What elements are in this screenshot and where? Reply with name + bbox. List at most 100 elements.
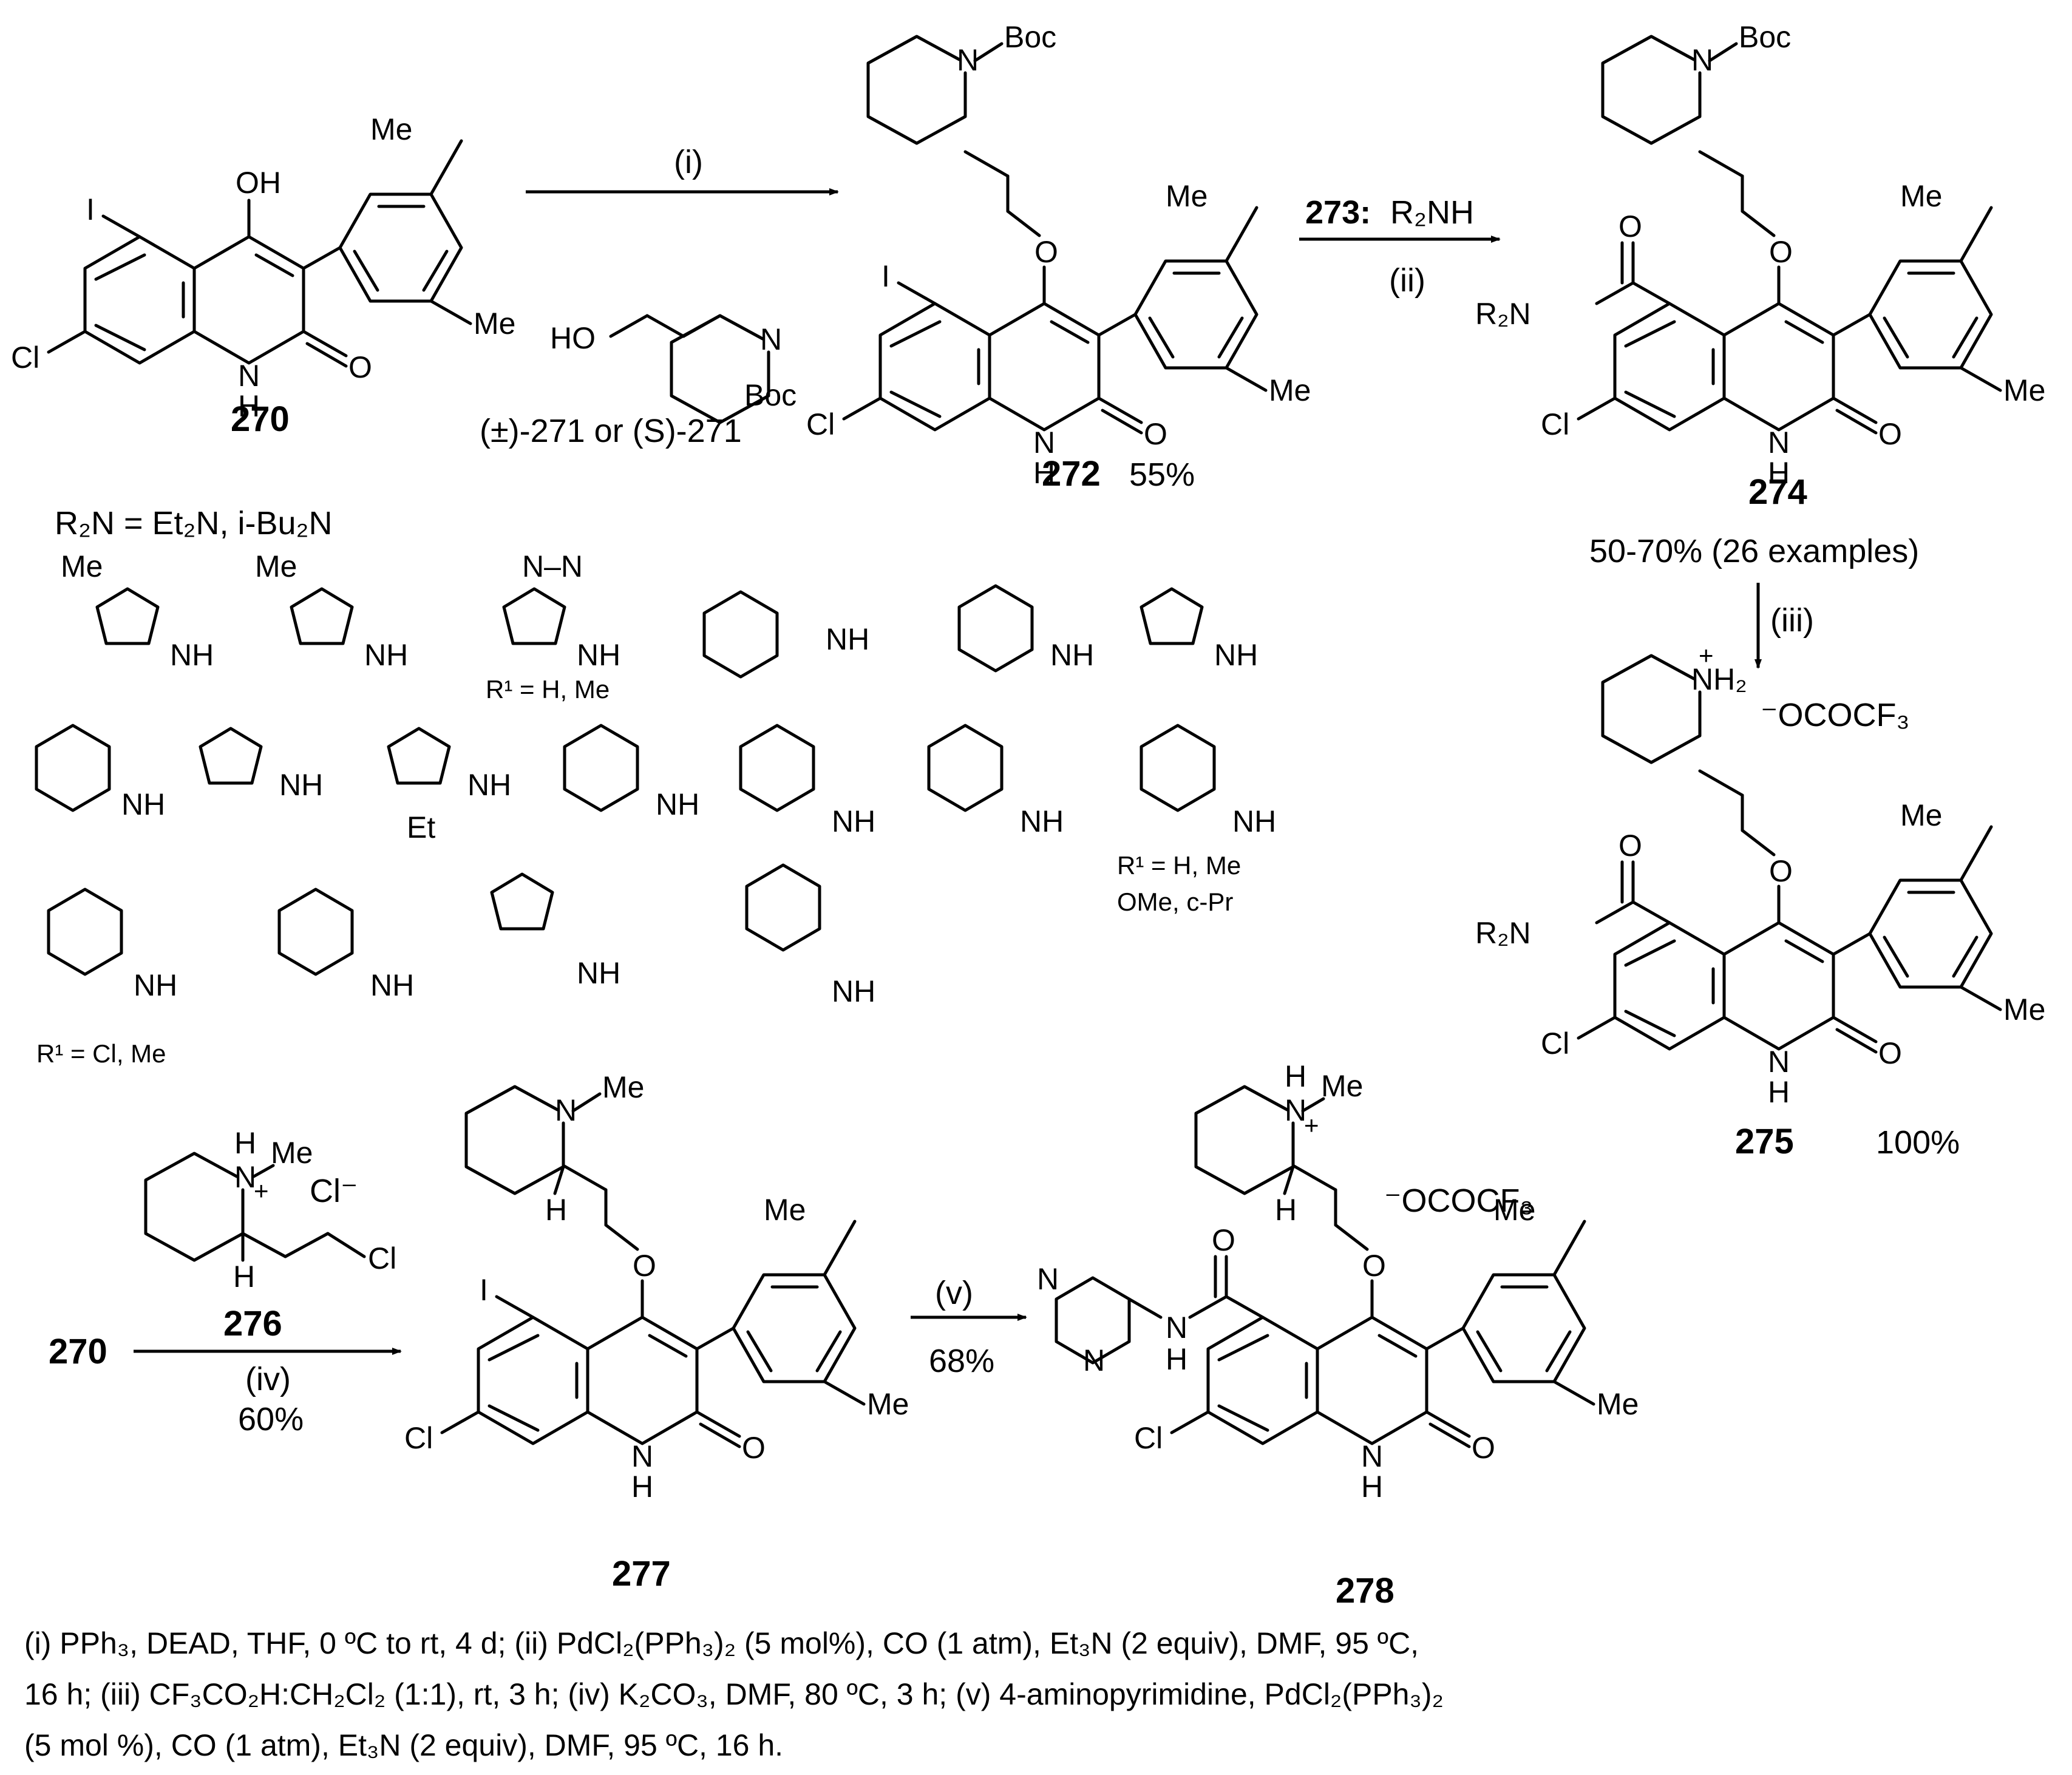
- label-276: 276: [223, 1304, 282, 1343]
- arrow-iii-label: (iii): [1770, 602, 1814, 639]
- compound-277: O Me Me I N Me H: [404, 1070, 909, 1504]
- footnote-line-1: (i) PPh₃, DEAD, THF, 0 ºC to rt, 4 d; (i…: [24, 1626, 1419, 1660]
- svg-text:Me: Me: [255, 549, 297, 583]
- svg-text:NH₂: NH₂: [1691, 662, 1747, 696]
- yield-272: 55%: [1129, 456, 1195, 493]
- reagent-271-label: (±)-271 or (S)-271: [480, 413, 742, 449]
- note-r1-d: R¹ = Cl, Me: [36, 1039, 166, 1068]
- svg-text:I: I: [86, 192, 95, 226]
- svg-text:Me: Me: [1597, 1387, 1639, 1421]
- arrow-ii-reagent-bold: 273:: [1305, 194, 1371, 231]
- svg-text:O: O: [1034, 235, 1058, 269]
- yield-277: 60%: [238, 1401, 304, 1437]
- yield-274: 50-70% (26 examples): [1589, 533, 1919, 569]
- svg-text:NH: NH: [832, 804, 875, 838]
- compound-270: OH Me Me I: [11, 112, 515, 423]
- svg-text:N: N: [760, 322, 782, 356]
- svg-text:Me: Me: [1269, 373, 1311, 407]
- svg-text:Me: Me: [1166, 179, 1208, 213]
- svg-text:NH: NH: [121, 787, 165, 821]
- svg-text:Me: Me: [370, 112, 412, 146]
- counterion-278: ⁻OCOCF₃: [1384, 1183, 1533, 1219]
- svg-text:Boc: Boc: [1739, 20, 1791, 54]
- label-274: 274: [1748, 472, 1807, 512]
- svg-text:I: I: [480, 1273, 488, 1307]
- chloride: Cl⁻: [310, 1173, 358, 1209]
- svg-text:H: H: [1275, 1193, 1297, 1227]
- compound-272: O Me Me I N Boc: [806, 20, 1311, 490]
- svg-text:H: H: [233, 1260, 255, 1294]
- arrow-iv-label: (iv): [245, 1361, 291, 1397]
- svg-text:NH: NH: [370, 968, 414, 1002]
- arrow-ii-label: (ii): [1389, 262, 1425, 299]
- arrow-ii-reagent: R₂NH: [1390, 194, 1474, 231]
- svg-text:NH: NH: [1214, 638, 1258, 672]
- svg-text:NH: NH: [577, 956, 620, 990]
- label-270-start: 270: [49, 1332, 107, 1371]
- svg-text:NH: NH: [170, 638, 214, 672]
- svg-text:Me: Me: [1321, 1069, 1363, 1103]
- svg-text:Boc: Boc: [744, 378, 797, 412]
- svg-text:Boc: Boc: [1004, 20, 1056, 54]
- label-275: 275: [1735, 1122, 1794, 1161]
- svg-text:NH: NH: [826, 622, 869, 656]
- svg-text:Me: Me: [271, 1136, 313, 1170]
- note-r1-c: OMe, c-Pr: [1117, 888, 1233, 916]
- svg-text:Me: Me: [2003, 993, 2045, 1027]
- svg-text:O: O: [1769, 854, 1793, 888]
- svg-text:R₂N: R₂N: [1475, 916, 1531, 950]
- svg-text:N: N: [1037, 1262, 1059, 1296]
- svg-text:NH: NH: [1020, 804, 1064, 838]
- compound-274: O Me Me O R₂N N Boc: [1475, 20, 2045, 490]
- counterion-275: ⁻OCOCF₃: [1761, 697, 1909, 733]
- compound-278: O Me Me O N H N N N + H Me H: [1037, 1059, 1639, 1504]
- svg-text:H: H: [1285, 1059, 1306, 1093]
- svg-text:N: N: [1166, 1311, 1187, 1345]
- svg-text:H: H: [1166, 1342, 1187, 1376]
- svg-text:N: N: [1083, 1343, 1105, 1377]
- arrow-v-label: (v): [935, 1275, 973, 1311]
- footnote-line-3: (5 mol %), CO (1 atm), Et₃N (2 equiv), D…: [24, 1728, 783, 1762]
- svg-text:Cl: Cl: [368, 1241, 396, 1275]
- svg-text:Et: Et: [407, 810, 435, 844]
- svg-text:Me: Me: [602, 1070, 644, 1104]
- svg-text:H: H: [545, 1193, 567, 1227]
- svg-text:Me: Me: [867, 1387, 909, 1421]
- note-r1-a: R¹ = H, Me: [486, 675, 610, 704]
- svg-text:NH: NH: [1232, 804, 1276, 838]
- svg-text:NH: NH: [279, 768, 323, 802]
- svg-text:O: O: [1619, 209, 1642, 243]
- svg-text:HO: HO: [550, 321, 596, 355]
- note-r1-b: R¹ = H, Me: [1117, 851, 1241, 880]
- svg-text:O: O: [1769, 235, 1793, 269]
- svg-text:Me: Me: [1900, 179, 1942, 213]
- footnote-line-2: 16 h; (iii) CF₃CO₂H:CH₂Cl₂ (1:1), rt, 3 …: [24, 1677, 1444, 1711]
- svg-text:O: O: [1619, 829, 1642, 863]
- yield-275: 100%: [1876, 1124, 1960, 1161]
- label-277: 277: [612, 1554, 671, 1593]
- svg-text:Me: Me: [61, 549, 103, 583]
- svg-text:I: I: [881, 259, 890, 293]
- svg-text:NH: NH: [364, 638, 408, 672]
- svg-text:Me: Me: [2003, 373, 2045, 407]
- svg-text:NH: NH: [577, 638, 620, 672]
- svg-text:N–N: N–N: [522, 549, 583, 583]
- svg-text:+: +: [1304, 1111, 1319, 1139]
- svg-text:NH: NH: [134, 968, 177, 1002]
- amines-header: R₂N = Et₂N, i-Bu₂N: [55, 505, 332, 541]
- svg-text:Me: Me: [764, 1193, 806, 1227]
- svg-text:NH: NH: [467, 768, 511, 802]
- svg-text:Me: Me: [1900, 798, 1942, 832]
- label-272: 272: [1042, 454, 1101, 494]
- reagent-276: N + H Me Cl⁻ H Cl: [146, 1126, 396, 1294]
- label-270: 270: [231, 399, 290, 439]
- svg-text:O: O: [633, 1249, 656, 1283]
- compound-275: O Me Me O R₂N NH₂ +: [1475, 641, 2045, 1109]
- reagent-271: N Boc HO: [550, 314, 797, 423]
- arrow-i-label: (i): [674, 144, 703, 180]
- svg-text:NH: NH: [832, 974, 875, 1008]
- svg-text:Me: Me: [474, 307, 515, 341]
- svg-text:H: H: [234, 1126, 256, 1160]
